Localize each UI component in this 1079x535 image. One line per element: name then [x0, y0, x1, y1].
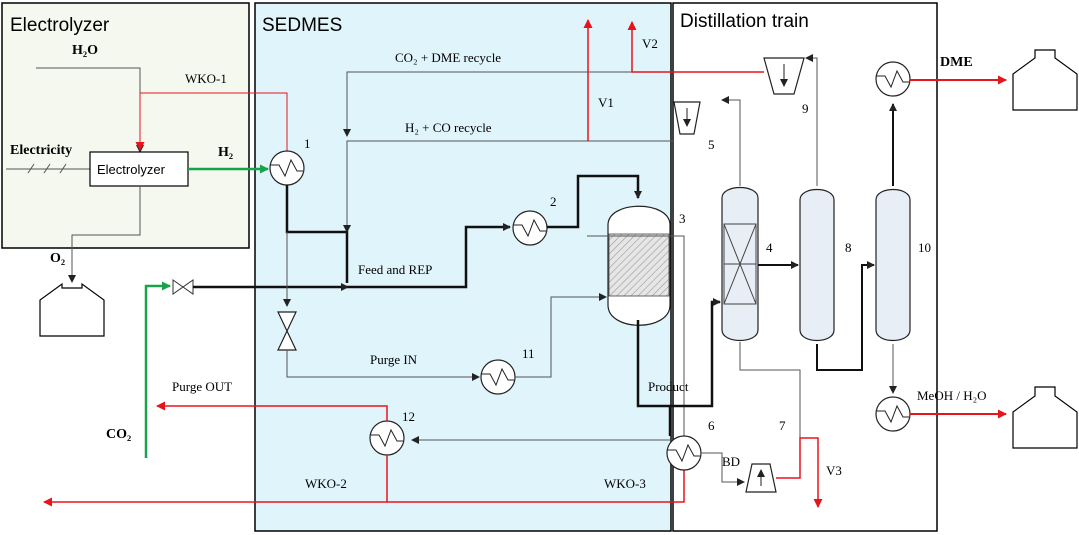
purge-out-line [156, 401, 388, 421]
distillation-column-8-icon [799, 188, 835, 342]
purge-out-label: Purge OUT [172, 379, 232, 394]
compressor-7-icon [745, 463, 777, 493]
col8-to-col10-line [816, 261, 875, 371]
wko2-label: WKO-2 [305, 476, 347, 491]
heat-exchanger-12-icon [369, 420, 405, 456]
co2-label: CO₂ [106, 427, 131, 442]
col4-overhead-line [721, 96, 741, 186]
vent-v1-label: V1 [598, 95, 614, 110]
bd-label: BD [722, 454, 740, 469]
product-line [636, 320, 672, 436]
purge-in-label: Purge IN [370, 352, 418, 367]
vent-v2-line [627, 21, 764, 73]
electrolyzer-box-label: Electrolyzer [97, 162, 166, 177]
product-to-col4-line [670, 298, 721, 408]
h2-co-recycle-line [343, 140, 674, 233]
unit-4-number: 4 [766, 240, 773, 255]
reactor-internal-line [411, 235, 685, 444]
heat-exchanger-11-icon [480, 359, 516, 395]
feed-rep-line [348, 223, 511, 289]
oxygen-label: O₂ [50, 251, 65, 266]
bd-line [701, 452, 745, 486]
co2-dme-recycle-label: CO₂ + DME recycle [395, 50, 501, 65]
unit-6-number: 6 [708, 418, 715, 433]
compressor-9-icon [763, 57, 805, 95]
electricity-label: Electricity [10, 143, 72, 158]
co2-line [144, 281, 171, 458]
unit-5-number: 5 [708, 137, 715, 152]
distillation-column-10-icon [875, 188, 911, 342]
col4-bottoms-to-7 [739, 342, 801, 438]
purge-in-line [286, 350, 480, 381]
heat-exchanger-1-icon [269, 150, 305, 186]
sedmes-section-title: SEDMES [262, 15, 342, 36]
vent-v3-label: V3 [826, 463, 842, 478]
unit-1-number: 1 [304, 136, 311, 151]
hx2-to-reactor-line [547, 174, 642, 229]
meoh-tank [1012, 386, 1078, 449]
unit-9-number: 9 [802, 101, 809, 116]
unit-8-number: 8 [845, 240, 852, 255]
compressor-5-icon [673, 101, 701, 135]
unit-12-number: 12 [402, 409, 415, 424]
col8-overhead-line [805, 54, 818, 186]
co2-dme-recycle-line [343, 71, 756, 137]
oxygen-line [68, 186, 141, 283]
hydrogen-label: H₂ [218, 145, 233, 160]
wko3-label: WKO-3 [604, 476, 646, 491]
oxygen-tank [39, 282, 105, 337]
heat-exchanger-6-icon [666, 435, 702, 471]
dme-condenser-icon [875, 61, 911, 97]
unit-7-number: 7 [779, 418, 786, 433]
dme-label: DME [940, 55, 973, 70]
unit-3-number: 3 [679, 211, 686, 226]
sedmes-section [254, 2, 672, 532]
wko1-label: WKO-1 [185, 71, 227, 86]
h2-to-mixer-line [285, 185, 349, 283]
distillation-section-title: Distillation train [680, 11, 809, 32]
h2-co-recycle-label: H₂ + CO recycle [405, 120, 492, 135]
electrolyzer-section [1, 2, 250, 249]
water-label: H₂O [72, 43, 98, 58]
electricity-wire [6, 163, 90, 174]
unit-11-number: 11 [522, 346, 535, 361]
sedmes-reactor-icon [607, 205, 671, 326]
unit-2-number: 2 [550, 194, 557, 209]
dme-tank [1012, 49, 1078, 111]
hx11-to-reactor-line [515, 293, 607, 378]
meoh-cooler-icon [875, 396, 911, 432]
distillation-column-4-icon [721, 186, 759, 342]
heat-exchanger-2-icon [512, 210, 548, 246]
wko1-line [135, 92, 288, 152]
co2-valve-icon [172, 279, 194, 295]
electrolyzer-section-title: Electrolyzer [10, 15, 110, 36]
wko3-line [43, 470, 685, 507]
product-label: Product [648, 379, 689, 394]
vent-v2-label: V2 [642, 36, 658, 51]
feed-rep-label: Feed and REP [358, 262, 432, 277]
purge-valve-icon [277, 311, 297, 351]
unit-10-number: 10 [918, 240, 931, 255]
meoh-h2o-label: MeOH / H₂O [917, 388, 987, 403]
